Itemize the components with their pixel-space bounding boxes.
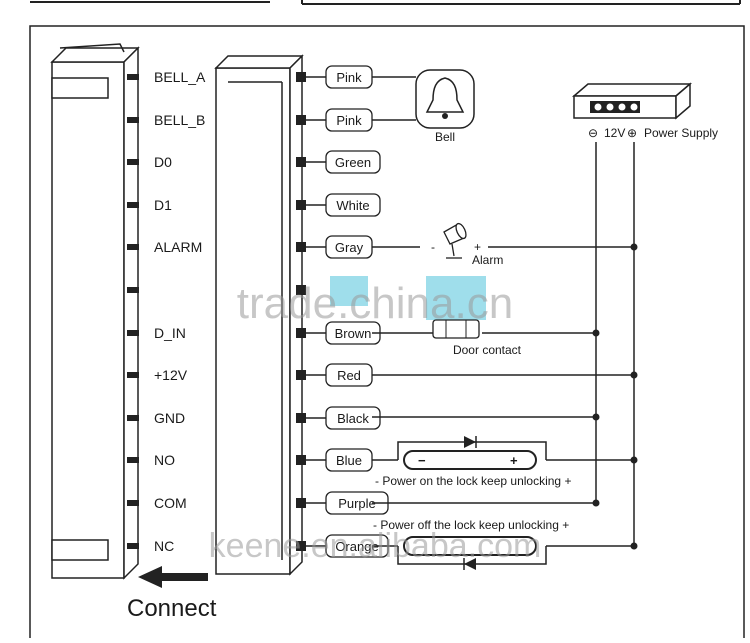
wire-label: Pink <box>336 70 362 85</box>
power-supply-component: ⊖ 12V ⊕ Power Supply <box>571 82 718 546</box>
diode-icon <box>464 436 476 448</box>
bell-icon <box>425 77 465 113</box>
lock-off-note: - Power off the lock keep unlocking + <box>373 518 569 532</box>
wire-label: Black <box>337 411 369 426</box>
diode-icon-2 <box>464 558 476 570</box>
lock-nc-circuit: - Power off the lock keep unlocking + <box>373 518 569 570</box>
wire-label: Brown <box>335 326 372 341</box>
alarm-plus: + <box>474 240 481 254</box>
highlight-block <box>330 276 368 306</box>
ps-voltage: 12V <box>604 126 625 140</box>
siren-icon <box>443 222 467 259</box>
pin-tick <box>127 202 139 208</box>
connector-tick <box>296 115 306 125</box>
pin-label: NO <box>154 452 175 468</box>
wire-label: Purple <box>338 496 376 511</box>
connector-tick <box>296 413 306 423</box>
power-supply-label: Power Supply <box>644 126 718 140</box>
lock-plus: + <box>510 453 518 468</box>
alarm-component: - + Alarm <box>372 222 634 267</box>
wire-label: White <box>336 198 369 213</box>
lock-on-note: - Power on the lock keep unlocking + <box>375 474 571 488</box>
alarm-minus: - <box>431 240 435 254</box>
connector-tick <box>296 498 306 508</box>
connector-block <box>214 54 304 576</box>
pin-label: BELL_A <box>154 69 206 85</box>
pin-label: +12V <box>154 367 188 383</box>
connector-tick <box>296 370 306 380</box>
connector-tick <box>296 157 306 167</box>
connector-tick <box>296 200 306 210</box>
pin-label: GND <box>154 410 185 426</box>
pin-tick <box>127 159 139 165</box>
bell-label: Bell <box>435 130 455 144</box>
connect-label: Connect <box>127 595 217 622</box>
wire-label: Blue <box>336 453 362 468</box>
door-contact-icon <box>432 319 480 339</box>
pin-tick <box>127 543 139 549</box>
pin-label: D1 <box>154 197 172 213</box>
connect-arrow: Connect <box>127 566 217 622</box>
connector-tick <box>296 541 306 551</box>
pin-tick <box>127 415 139 421</box>
pin-tick <box>127 244 139 250</box>
pin-label: ALARM <box>154 239 202 255</box>
watermark-center: trade.china.cn <box>237 279 513 328</box>
wire-color-labels: PinkPinkGreenWhiteGrayBrownRedBlackBlueP… <box>306 65 389 558</box>
pin-label: D0 <box>154 154 172 170</box>
watermark-bottom: keene.en.alibaba.com <box>209 527 542 565</box>
door-contact-image <box>426 276 486 320</box>
lock-body-icon <box>403 450 537 470</box>
wire-label-box <box>325 193 381 217</box>
connector-tick <box>296 72 306 82</box>
lock-minus: − <box>418 453 426 468</box>
controller-block <box>50 43 140 580</box>
wire-label: Orange <box>335 539 378 554</box>
pin-tick <box>127 372 139 378</box>
wire-label: Pink <box>336 113 362 128</box>
connector-tick <box>296 455 306 465</box>
connector-tick <box>296 328 306 338</box>
left-arrow-icon <box>138 566 162 588</box>
pin-label: COM <box>154 495 187 511</box>
pin-tick <box>127 500 139 506</box>
pin-tick <box>127 287 139 293</box>
pin-tick <box>127 74 139 80</box>
wire-label: Gray <box>335 240 364 255</box>
pin-tick <box>127 457 139 463</box>
lock-body-icon-2 <box>403 536 537 556</box>
door-contact-label: Door contact <box>453 343 522 357</box>
pin-label: D_IN <box>154 325 186 341</box>
pin-label: NC <box>154 538 174 554</box>
junction-dots <box>592 243 638 550</box>
pin-tick <box>127 330 139 336</box>
pin-tick <box>127 117 139 123</box>
wire-label-box <box>325 406 381 430</box>
pin-label: BELL_B <box>154 112 205 128</box>
pin-ticks <box>127 74 139 549</box>
wire-label: Green <box>335 155 371 170</box>
door-contact-component: Door contact <box>372 276 596 357</box>
supply-rails <box>372 374 634 547</box>
connector-ticks <box>296 72 306 551</box>
wire-label: Red <box>337 368 361 383</box>
wire-label-box <box>325 150 381 174</box>
ps-plus-icon: ⊕ <box>627 126 637 140</box>
connector-tick <box>296 242 306 252</box>
bell-component: Bell <box>372 69 475 144</box>
lock-no-circuit: − + - Power on the lock keep unlocking + <box>375 436 571 488</box>
connector-tick <box>296 285 306 295</box>
ps-minus-icon: ⊖ <box>588 126 598 140</box>
diagram-frame <box>29 25 745 643</box>
alarm-label: Alarm <box>472 253 503 267</box>
